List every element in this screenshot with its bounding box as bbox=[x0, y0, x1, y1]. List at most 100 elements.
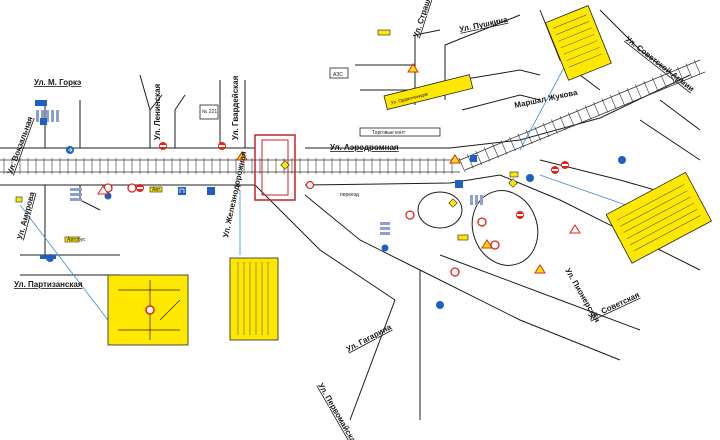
info-sign-icon bbox=[178, 187, 186, 195]
rail-tie bbox=[458, 157, 466, 173]
prohibitory-sign-icon bbox=[305, 180, 315, 190]
mandatory-sign-icon bbox=[381, 244, 389, 252]
rail-tie bbox=[567, 112, 575, 127]
rail-tie bbox=[626, 87, 634, 103]
warning-sign-icon bbox=[449, 154, 461, 164]
building-shops bbox=[359, 127, 441, 137]
rail-tie bbox=[542, 122, 550, 138]
warning-sign-icon bbox=[236, 151, 248, 161]
rail-tie bbox=[525, 129, 533, 145]
rail-tie bbox=[500, 140, 508, 155]
direction-sign-icon bbox=[40, 255, 56, 259]
prohibitory-sign-icon bbox=[477, 217, 487, 227]
rail-tie bbox=[551, 119, 558, 134]
rail-tie bbox=[651, 77, 659, 92]
traffic-light-icon bbox=[509, 171, 519, 178]
priority-road-sign-icon bbox=[448, 198, 458, 208]
warning-sign-icon bbox=[481, 239, 493, 249]
no-entry-sign-icon bbox=[218, 142, 226, 150]
rail-tie bbox=[660, 73, 667, 89]
rail-tie bbox=[685, 63, 693, 78]
info-sign-icon bbox=[40, 118, 47, 125]
rail-tie bbox=[559, 115, 567, 131]
crosswalks bbox=[36, 110, 483, 235]
rail-tie bbox=[593, 101, 600, 117]
street-label-pushkina: Ул. Пушкина bbox=[459, 15, 509, 34]
street-label-aerodromnaya: Ул. Аэродромная bbox=[330, 143, 399, 152]
inset-panel-center bbox=[229, 257, 279, 341]
rail-tie bbox=[584, 105, 592, 120]
note-panels: Ул. Орджоникидзе bbox=[107, 5, 713, 346]
street-label-m-gorky: Ул. М. Горкэ bbox=[34, 78, 82, 87]
traffic-light-icon bbox=[64, 236, 80, 243]
warning-sign-icon bbox=[569, 224, 581, 234]
label-crossing: переезд bbox=[340, 192, 359, 198]
street-label-marshala-zhukova: Маршал Жукова bbox=[514, 88, 579, 110]
leader-lines bbox=[19, 59, 641, 321]
rail-tie bbox=[483, 147, 491, 162]
building-azs bbox=[329, 67, 349, 79]
no-entry-sign-icon bbox=[551, 166, 559, 174]
warning-sign-icon bbox=[97, 185, 109, 195]
rail-tie bbox=[643, 80, 651, 96]
prohibitory-sign-icon bbox=[490, 240, 500, 250]
traffic-light-icon bbox=[149, 186, 163, 193]
rail-tie bbox=[609, 94, 617, 110]
label-bus-2: Авт. bbox=[152, 187, 161, 193]
rail-tie bbox=[693, 59, 701, 75]
priority-road-sign-icon bbox=[280, 160, 290, 170]
traffic-signs bbox=[15, 29, 626, 309]
railway bbox=[0, 59, 706, 174]
rail-tie bbox=[492, 143, 499, 159]
rail-tie bbox=[618, 91, 625, 106]
crossing-zone bbox=[254, 134, 296, 201]
buildings bbox=[199, 67, 441, 201]
direction-sign-icon bbox=[35, 100, 47, 106]
street-label-partizanskaya: Ул. Партизанская bbox=[14, 280, 83, 289]
traffic-light-icon bbox=[15, 196, 23, 203]
mandatory-sign-icon bbox=[618, 156, 626, 164]
street-label-gagarina: Ул. Гагарина bbox=[345, 322, 394, 354]
no-entry-sign-icon bbox=[561, 161, 569, 169]
rail-tie bbox=[475, 150, 483, 166]
label-shops: Торговые конт bbox=[372, 130, 406, 136]
road-network bbox=[0, 9, 701, 421]
no-entry-sign-icon bbox=[159, 142, 167, 150]
mandatory-sign-icon bbox=[526, 174, 534, 182]
rail-tie bbox=[668, 70, 676, 85]
street-label-leninskaya: Ул. Ленинская bbox=[153, 83, 162, 140]
street-label-gvardeyskaya: Ул. Гвардейская bbox=[231, 75, 240, 140]
no-entry-sign-icon bbox=[516, 211, 524, 219]
prohibitory-sign-icon bbox=[127, 183, 137, 193]
street-label-zheleznodorozhnaya: Ул. Железнодорожная bbox=[221, 150, 248, 238]
mandatory-sign-icon bbox=[436, 301, 444, 309]
rail-tie bbox=[576, 108, 583, 124]
info-sign-icon bbox=[470, 155, 477, 162]
warning-sign-icon bbox=[407, 63, 419, 73]
mandatory-sign-icon bbox=[66, 146, 74, 154]
label-bus-1: Автобус bbox=[67, 237, 86, 243]
inset-panel-top-right bbox=[544, 5, 612, 81]
priority-road-sign-icon bbox=[508, 178, 518, 188]
rail-tie bbox=[601, 98, 609, 113]
small-labels: АЗС Торговые конт № 221 переезд Автобус … bbox=[67, 72, 406, 243]
label-azs: АЗС bbox=[333, 72, 343, 78]
warning-sign-icon bbox=[534, 264, 546, 274]
rail-tie bbox=[635, 84, 642, 99]
street-label-pionerskaya: Ул. Пионерская bbox=[563, 267, 602, 325]
traffic-light-icon bbox=[457, 234, 469, 241]
info-sign-icon bbox=[455, 180, 463, 188]
prohibitory-sign-icon bbox=[450, 267, 460, 277]
banner-top bbox=[383, 74, 474, 111]
info-sign-icon bbox=[207, 187, 215, 195]
traffic-light-icon bbox=[377, 29, 391, 36]
street-label-sovetskoy-armii: Ул. Советской Армии bbox=[624, 34, 696, 93]
inset-panel-right bbox=[605, 171, 713, 264]
label-box: № 221 bbox=[202, 109, 217, 115]
building-box bbox=[199, 104, 219, 120]
prohibitory-sign-icon bbox=[405, 210, 415, 220]
rail-tie bbox=[509, 136, 516, 152]
no-entry-sign-icon bbox=[136, 184, 144, 192]
